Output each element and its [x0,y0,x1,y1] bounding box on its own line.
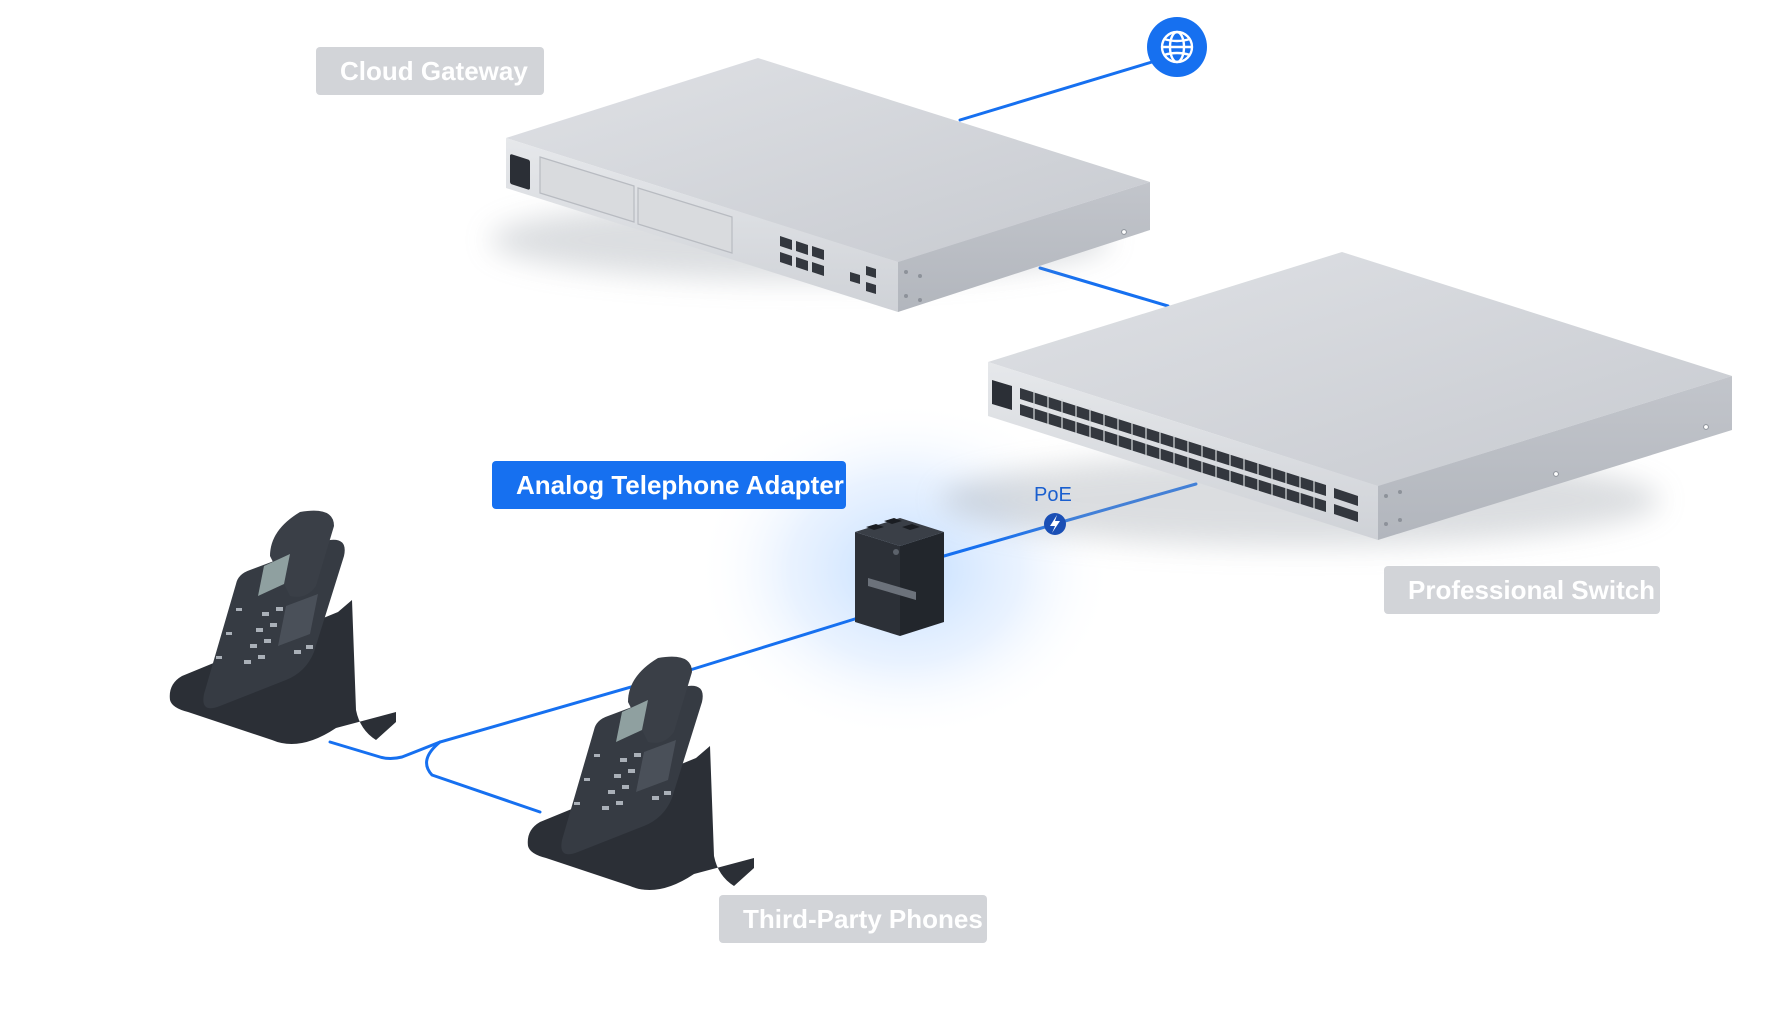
link-internet-gateway [958,60,1154,122]
cloud-gateway-label: Cloud Gateway [316,47,544,95]
third-party-phones-label: Third-Party Phones [719,895,987,943]
link-gateway-switch [1038,266,1170,308]
analog-telephone-adapter-device [855,518,944,636]
lightning-bolt-icon [1044,513,1066,535]
poe-label: PoE [1034,484,1072,506]
link-phone-left [328,668,692,760]
phone-left [169,510,396,744]
link-ata-phones [688,616,860,672]
professional-switch-device [940,252,1732,546]
cloud-gateway-device [490,58,1150,312]
globe-icon [1147,17,1207,77]
phone-right [527,656,754,890]
analog-telephone-adapter-label: Analog Telephone Adapter [492,461,846,509]
link-phone-right [425,740,542,814]
professional-switch-label: Professional Switch [1384,566,1660,614]
